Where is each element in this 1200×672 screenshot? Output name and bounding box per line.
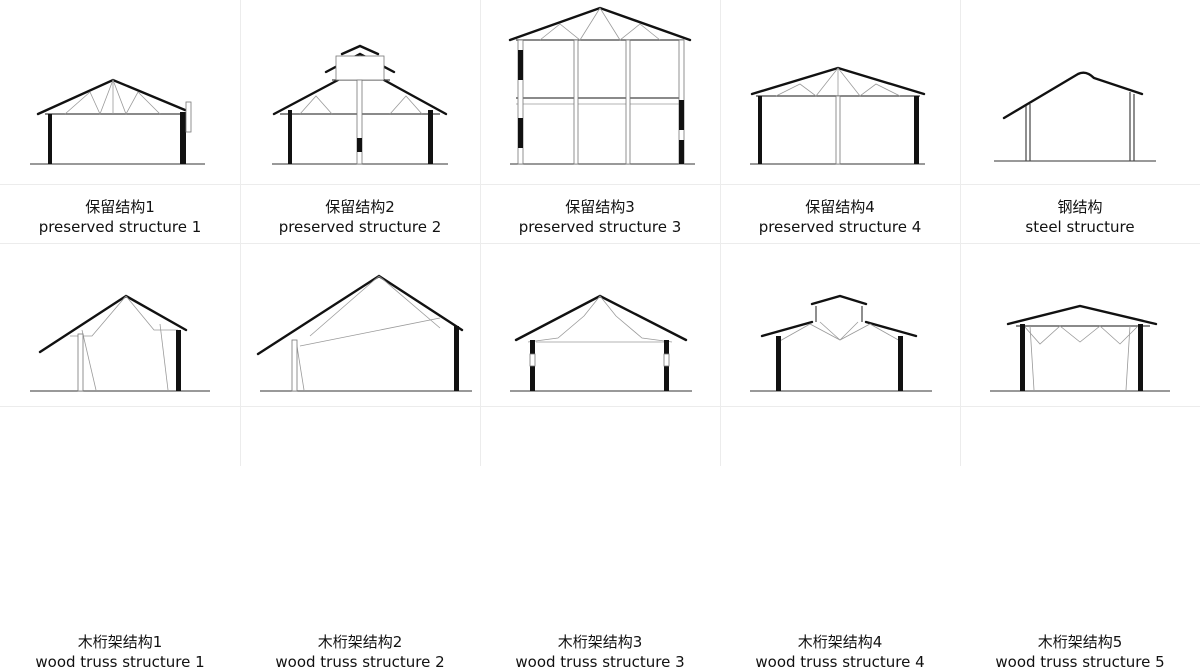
preserved-structure-4-section: [750, 66, 926, 165]
panel-wood-truss-structure-4: 木桁架结构4 wood truss structure 4: [720, 218, 960, 671]
caption-en: wood truss structure 2: [275, 653, 445, 671]
caption-cn: 保留结构3: [565, 198, 635, 216]
caption-cn: 保留结构2: [325, 198, 395, 216]
grid-divider: [720, 0, 721, 466]
grid-lines: [0, 0, 1200, 466]
caption-en: wood truss structure 4: [755, 653, 925, 671]
grid-divider: [0, 243, 1200, 244]
preserved-structure-1-section: [30, 78, 205, 165]
caption-en: wood truss structure 5: [995, 653, 1165, 671]
caption-cn: 木桁架结构5: [1037, 633, 1123, 651]
grid-divider: [480, 0, 481, 466]
panel-preserved-structure-3: 保留结构3 preserved structure 3: [480, 0, 720, 245]
panel-preserved-structure-1: 保留结构1 preserved structure 1: [0, 0, 240, 245]
caption-cn: 木桁架结构1: [77, 633, 163, 651]
grid-divider: [0, 406, 1200, 407]
wood-truss-structure-3-section: [510, 294, 692, 392]
grid-divider: [240, 0, 241, 466]
caption-en: steel structure: [1025, 218, 1135, 236]
wood-truss-structure-5-section: [990, 304, 1170, 392]
caption-en: wood truss structure 3: [515, 653, 685, 671]
panel-wood-truss-structure-3: 木桁架结构3 wood truss structure 3: [480, 218, 720, 671]
caption-cn: 木桁架结构2: [317, 633, 403, 651]
preserved-structure-3-section: [508, 6, 695, 165]
grid-divider: [960, 0, 961, 466]
panel-preserved-structure-4: 保留结构4 preserved structure 4: [720, 0, 960, 245]
caption-cn: 钢结构: [1057, 198, 1103, 216]
caption-en: preserved structure 3: [518, 218, 682, 236]
wood-truss-structure-1-section: [30, 294, 210, 392]
steel-structure-section: [994, 71, 1156, 162]
caption-cn: 木桁架结构4: [797, 633, 883, 651]
caption-en: preserved structure 2: [278, 218, 442, 236]
wood-truss-structure-4-section: [750, 294, 932, 392]
panel-wood-truss-structure-5: 木桁架结构5 wood truss structure 5: [960, 218, 1200, 671]
grid-divider: [0, 184, 1200, 185]
caption-cn: 保留结构1: [85, 198, 155, 216]
caption-en: preserved structure 1: [38, 218, 202, 236]
panel-preserved-structure-2: 保留结构2 preserved structure 2: [240, 0, 480, 245]
caption-cn: 木桁架结构3: [557, 633, 643, 651]
caption-cn: 保留结构4: [805, 198, 875, 216]
caption-en: preserved structure 4: [758, 218, 922, 236]
panel-wood-truss-structure-2: 木桁架结构2 wood truss structure 2: [240, 218, 480, 671]
preserved-structure-2-section: [272, 44, 448, 165]
wood-truss-structure-2-section: [256, 274, 472, 392]
caption-en: wood truss structure 1: [35, 653, 205, 671]
panel-wood-truss-structure-1: 木桁架结构1 wood truss structure 1: [0, 218, 240, 671]
panel-steel-structure: 钢结构 steel structure: [960, 0, 1200, 245]
